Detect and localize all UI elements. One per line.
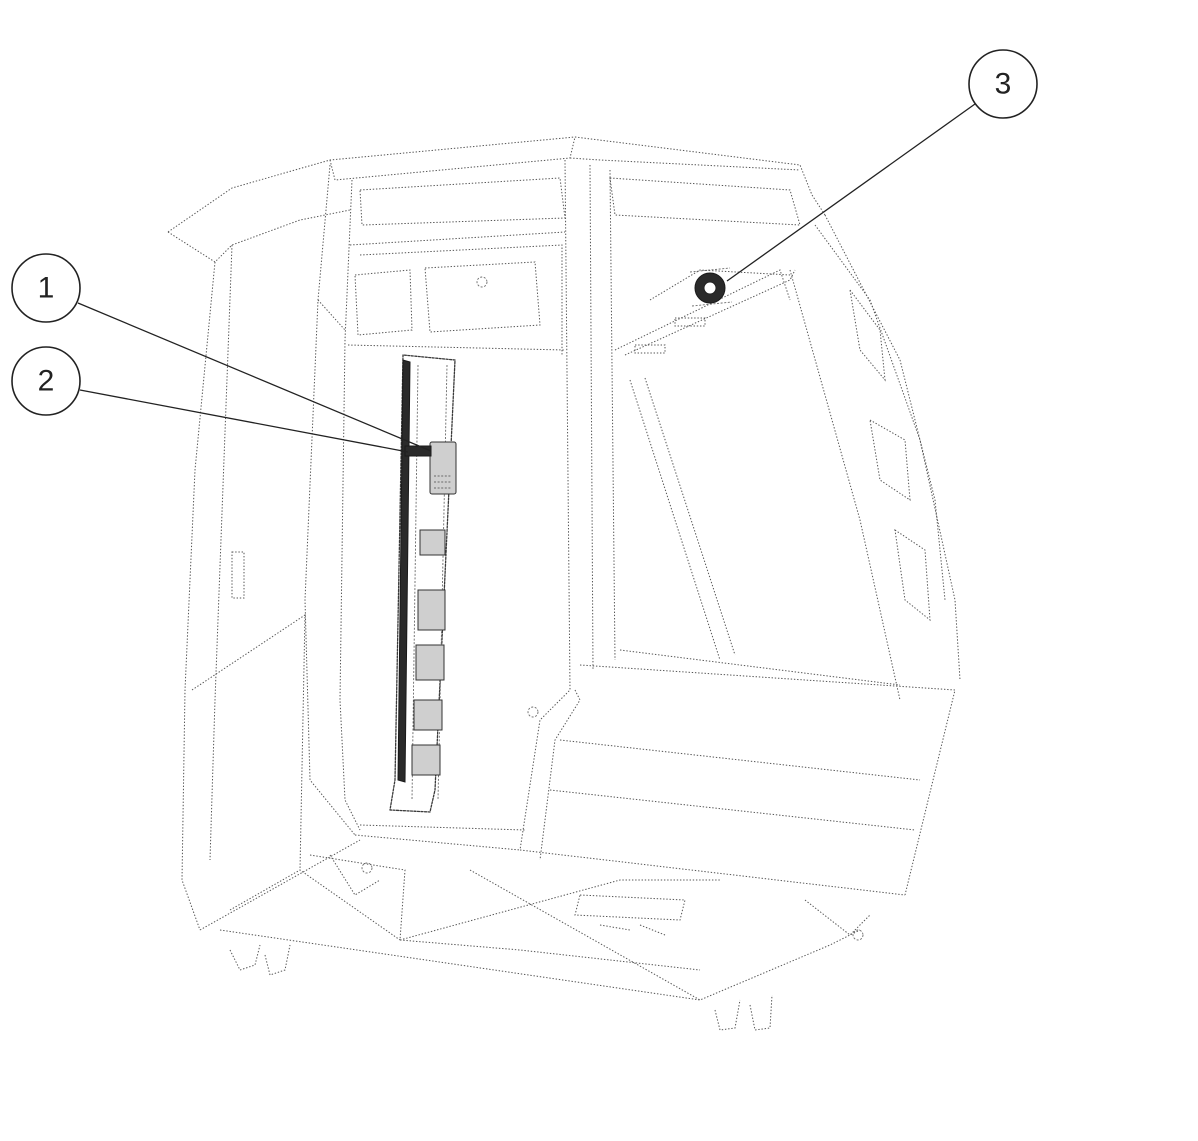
callout-2-label: 2: [38, 365, 55, 398]
item-1-part: [429, 441, 457, 495]
cab-body: [167, 136, 961, 1031]
leader-line-3: [726, 103, 976, 282]
leader-line-1: [77, 302, 432, 452]
item-3-part: [624, 267, 796, 356]
callout-3-balloon: [968, 49, 1038, 119]
callout-1: 1: [11, 253, 81, 323]
callout-1-label: 1: [38, 272, 55, 305]
callout-1-balloon: [11, 253, 81, 323]
callout-2-balloon: [11, 346, 81, 416]
rear-post: [389, 354, 456, 813]
leader-lines: [77, 103, 976, 453]
callout-2: 2: [11, 346, 81, 416]
callout-3: 3: [968, 49, 1038, 119]
leader-line-2: [79, 389, 409, 453]
callout-3-label: 3: [995, 68, 1012, 101]
item-2-part: [404, 445, 432, 457]
